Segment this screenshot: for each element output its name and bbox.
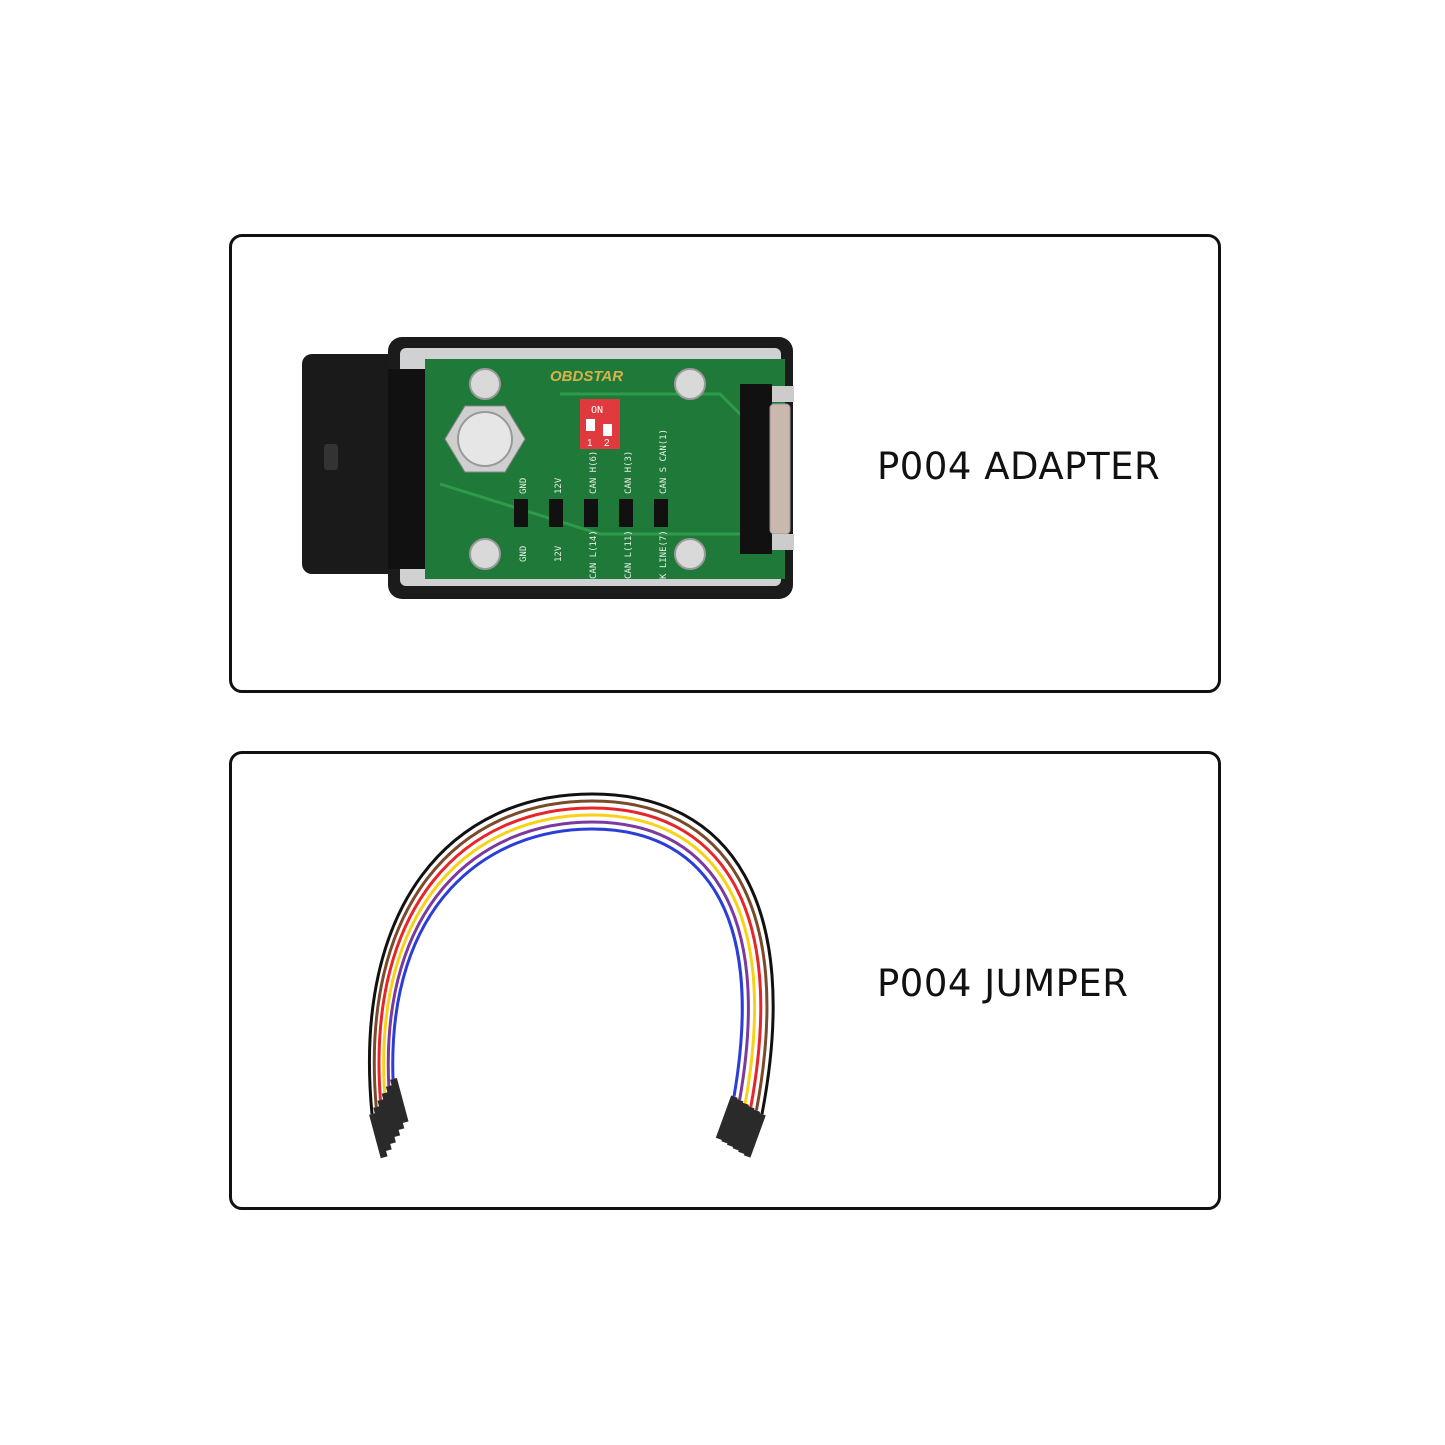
wire-tip	[377, 1098, 396, 1145]
wire-tip	[721, 1098, 744, 1144]
svg-text:CAN L(11): CAN L(11)	[624, 530, 634, 579]
svg-text:ON: ON	[591, 405, 603, 416]
wire-tip	[369, 1112, 388, 1159]
wire-tip	[743, 1112, 766, 1158]
jumper-wire	[372, 799, 769, 1111]
jumper-label: P004 JUMPER	[877, 962, 1129, 1005]
wire-tip	[373, 1105, 392, 1152]
svg-text:GND: GND	[519, 546, 529, 562]
adapter-image: OBDSTAR ON 1 2 GND 12V CAN H(6) CAN H(3)…	[302, 337, 794, 599]
svg-text:1: 1	[587, 438, 593, 449]
svg-text:CAN L(14): CAN L(14)	[589, 530, 599, 579]
jumper-wires-image	[367, 792, 775, 1159]
svg-text:GND: GND	[519, 478, 529, 494]
adapter-label: P004 ADAPTER	[877, 445, 1161, 488]
wire-tip	[715, 1095, 738, 1141]
wire-tip	[390, 1077, 409, 1124]
wire-tip	[738, 1109, 761, 1155]
adapter-panel: OBDSTAR ON 1 2 GND 12V CAN H(6) CAN H(3)…	[229, 234, 1221, 693]
jumper-panel: P004 JUMPER	[229, 751, 1221, 1210]
wire-tip	[385, 1084, 405, 1131]
svg-text:CAN S CAN(1): CAN S CAN(1)	[659, 429, 669, 494]
svg-text:12V: 12V	[554, 477, 564, 494]
jumper-wire	[386, 820, 750, 1101]
jumper-wire	[391, 827, 744, 1097]
dip-switch: ON 1 2	[580, 399, 620, 449]
wire-tip	[381, 1091, 401, 1138]
svg-text:CAN H(3): CAN H(3)	[624, 451, 634, 494]
svg-text:2: 2	[604, 438, 610, 449]
jumper-wire	[367, 792, 775, 1115]
wire-tip	[732, 1105, 755, 1151]
jumper-wire	[377, 806, 763, 1108]
svg-text:12V: 12V	[554, 545, 564, 562]
svg-text:CAN H(6): CAN H(6)	[589, 451, 599, 494]
jumper-wire	[382, 813, 757, 1104]
obdstar-logo: OBDSTAR	[550, 368, 623, 385]
svg-text:K LINE(7): K LINE(7)	[659, 530, 669, 579]
wire-tip	[726, 1102, 749, 1148]
